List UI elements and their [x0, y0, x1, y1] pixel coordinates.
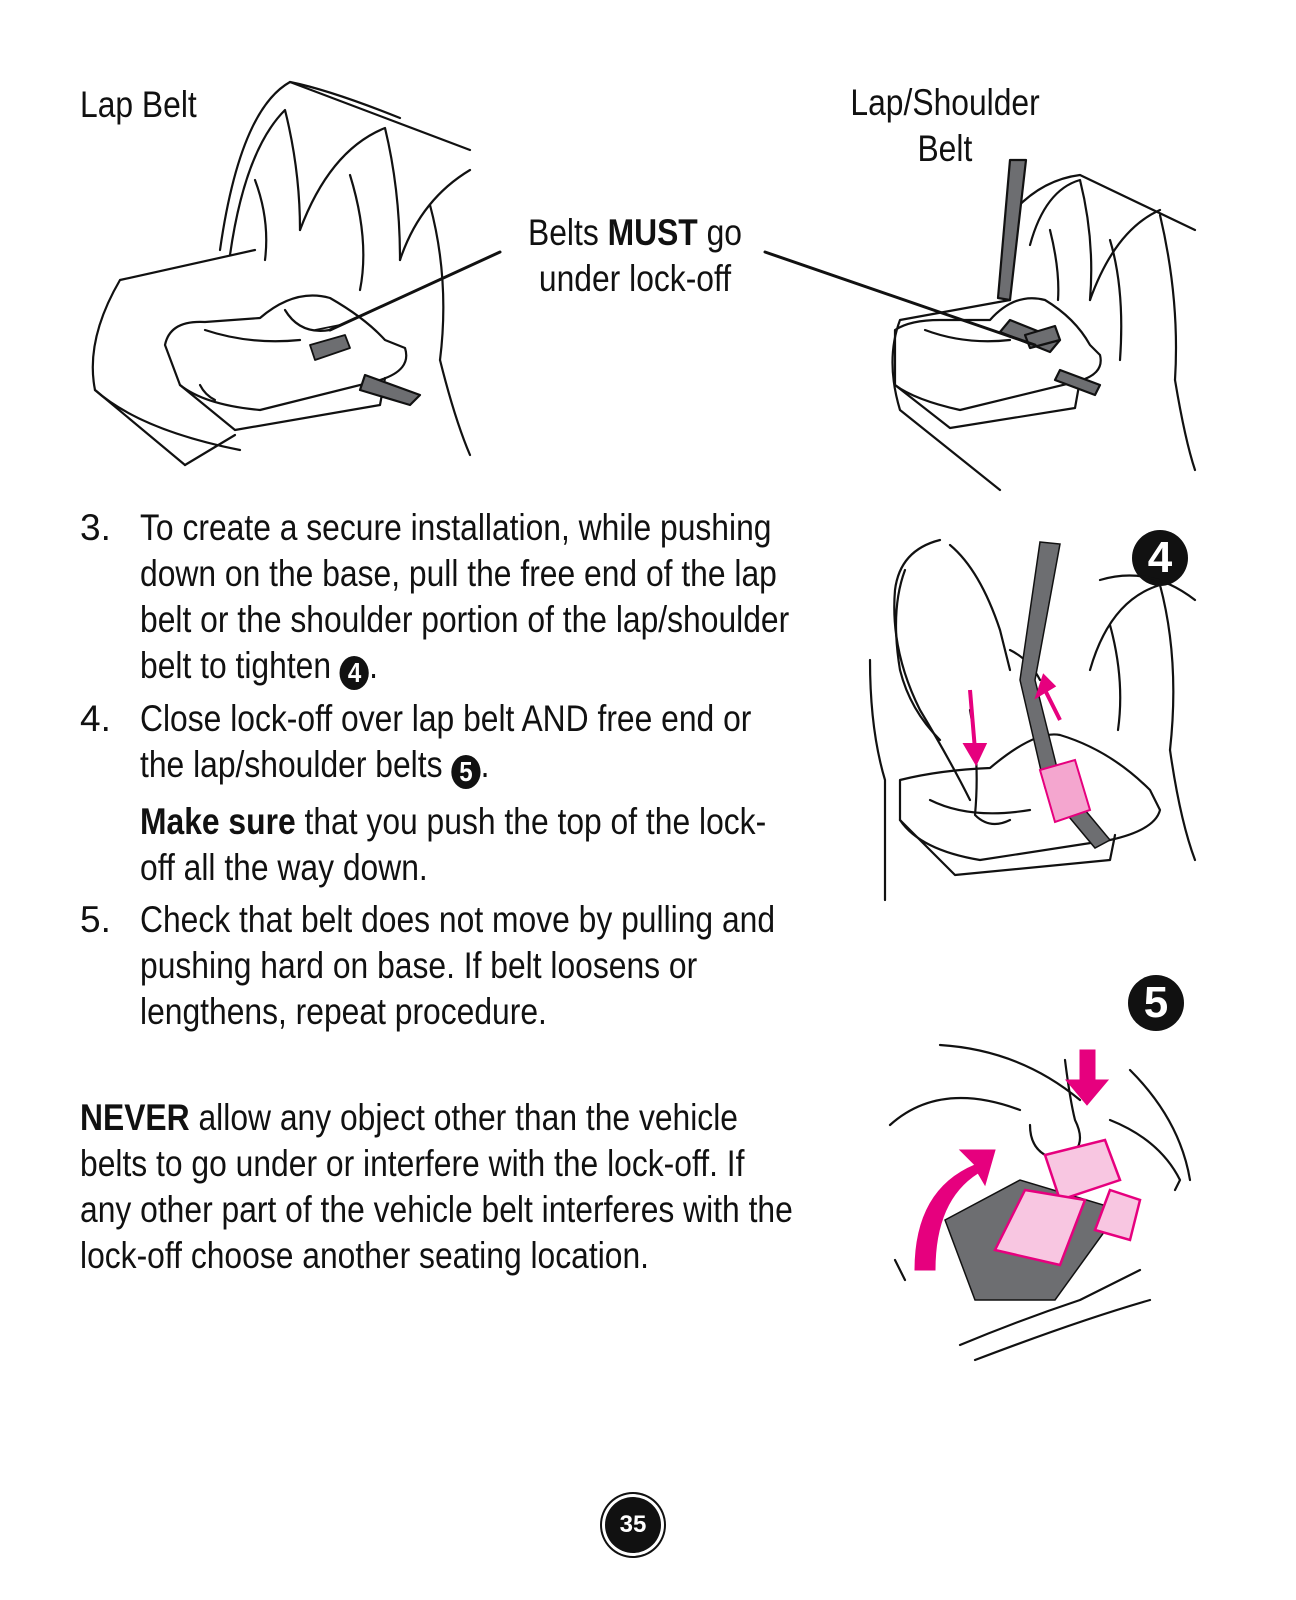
figure-4-illustration — [868, 538, 1197, 902]
seat-illustrations — [91, 80, 1197, 492]
step-4: 4. Close lock-off over lap belt AND free… — [80, 696, 860, 891]
step-number: 3. — [80, 507, 111, 548]
step-text: Check that belt does not move by pulling… — [140, 899, 776, 1032]
step-text: Close lock-off over lap belt AND free en… — [140, 698, 752, 785]
step-text: To create a secure installation, while p… — [140, 507, 790, 686]
shoulder-belt-strap — [996, 158, 1028, 302]
figure-5-illustration — [888, 1043, 1192, 1362]
callout-leader-left — [328, 250, 502, 332]
lap-belt-text: Lap Belt — [80, 84, 197, 125]
rotate-arrow — [914, 1149, 996, 1271]
callout-line1: Belts MUST go — [528, 212, 742, 253]
warning-text: allow any object other than the vehicle … — [80, 1097, 793, 1276]
page-number: 35 — [605, 1497, 661, 1553]
figure-ref-5: 5 — [451, 755, 481, 789]
step-number: 4. — [80, 698, 111, 739]
make-sure-note: Make sure that you push the top of the l… — [140, 801, 767, 888]
callout-line2: under lock-off — [538, 258, 732, 299]
callout-leader-right — [763, 250, 1037, 347]
step-5: 5. Check that belt does not move by pull… — [80, 897, 860, 1035]
figure-ref-4: 4 — [339, 656, 370, 690]
lock-off-highlight — [1038, 758, 1092, 824]
lap-shoulder-seat-illustration — [891, 173, 1197, 492]
belts-must-callout: Belts MUST go under lock-off — [490, 210, 780, 302]
lap-belt-label: Lap Belt — [80, 82, 216, 128]
callout-bold: MUST — [607, 212, 698, 253]
figure-5-badge: 5 — [1128, 975, 1184, 1031]
lap-shoulder-belt-label: Lap/Shoulder Belt — [830, 80, 1060, 172]
step-number: 5. — [80, 899, 111, 940]
push-down-arrow — [1064, 1049, 1110, 1106]
lap-belt-seat-illustration — [91, 80, 472, 467]
step-3: 3. To create a secure installation, whil… — [80, 507, 790, 690]
lap-belt-strap — [358, 373, 422, 407]
warning-bold: NEVER — [80, 1097, 190, 1138]
instruction-steps: 3. To create a secure installation, whil… — [80, 505, 860, 1041]
lap-shoulder-line2: Belt — [917, 128, 973, 169]
never-warning: NEVER allow any object other than the ve… — [80, 1095, 910, 1279]
lap-shoulder-line1: Lap/Shoulder — [850, 82, 1040, 123]
